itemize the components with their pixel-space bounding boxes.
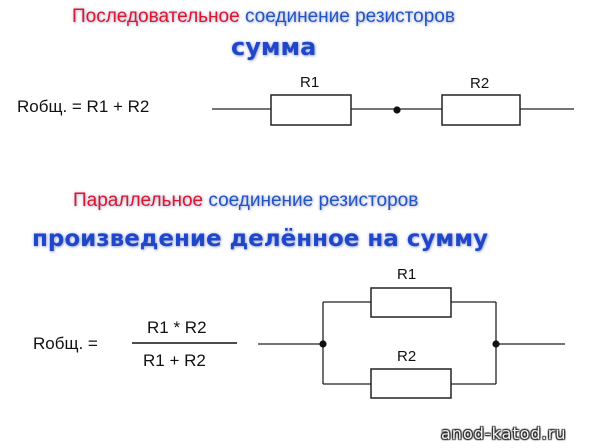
parallel-denominator: R1 + R2 [143, 351, 206, 370]
series-junction-node [393, 106, 401, 114]
parallel-heading: Параллельное соединение резисторов [73, 190, 418, 212]
series-resistor-r1 [270, 94, 352, 126]
series-r1-label: R1 [300, 74, 319, 91]
series-heading: Последовательное соединение резисторов [72, 6, 455, 28]
parallel-node-left [319, 340, 327, 348]
series-subtitle: сумма [231, 33, 317, 61]
series-resistor-r2 [441, 94, 521, 126]
parallel-subtitle: произведение делённое на сумму [32, 226, 489, 252]
parallel-resistor-r1 [370, 287, 452, 318]
parallel-resistor-r2 [370, 368, 452, 399]
series-heading-red: Последовательное [72, 6, 240, 27]
parallel-node-right [492, 340, 500, 348]
series-formula: Rобщ. = R1 + R2 [17, 97, 150, 116]
parallel-circuit: R1 R2 [258, 266, 565, 399]
parallel-heading-red: Параллельное [73, 190, 204, 211]
parallel-r2-label: R2 [397, 348, 416, 365]
series-heading-blue: соединение резисторов [244, 6, 455, 27]
series-circuit: R1 R2 [212, 74, 574, 126]
site-watermark: anod-katod.ru [441, 424, 567, 443]
parallel-heading-blue: соединение резисторов [208, 190, 419, 211]
parallel-numerator: R1 * R2 [147, 318, 207, 337]
series-r2-label: R2 [470, 75, 489, 92]
parallel-r1-label: R1 [397, 266, 416, 283]
parallel-formula-lhs: Rобщ. = [33, 334, 98, 353]
